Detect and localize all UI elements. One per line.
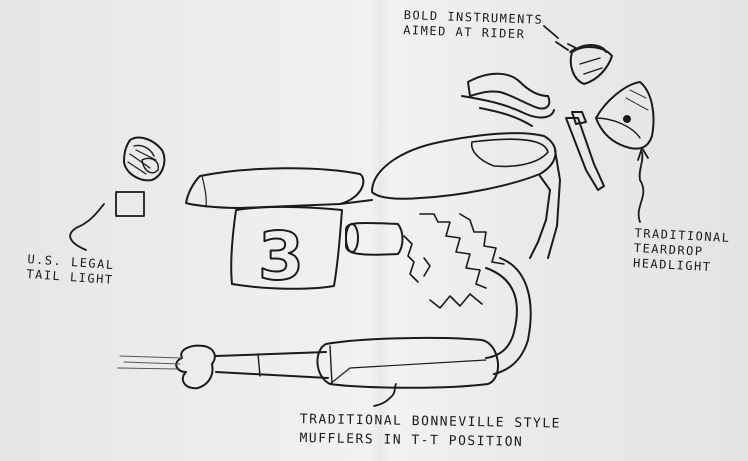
instruments-annotation: BOLD INSTRUMENTS AIMED AT RIDER bbox=[403, 8, 544, 43]
front-fork bbox=[565, 111, 605, 191]
air-filter bbox=[345, 221, 404, 256]
number-plate-digit: 3 bbox=[258, 218, 304, 295]
taillight-annotation: U.S. LEGAL TAIL LIGHT bbox=[26, 252, 115, 288]
tail-light bbox=[115, 136, 166, 217]
handlebars bbox=[461, 72, 555, 127]
headlight-annotation: TRADITIONAL TEARDROP HEADLIGHT bbox=[633, 226, 731, 276]
paper-fold bbox=[372, 0, 390, 461]
callout-arrows bbox=[69, 25, 649, 407]
frame bbox=[339, 149, 561, 259]
number-plate: 3 bbox=[230, 206, 343, 296]
headlight bbox=[595, 81, 655, 150]
mufflers-annotation: TRADITIONAL BONNEVILLE STYLE MUFFLERS IN… bbox=[299, 410, 561, 453]
exhaust-tip bbox=[117, 344, 329, 390]
seat bbox=[185, 167, 365, 209]
instrument-cluster bbox=[569, 44, 613, 85]
fuel-tank bbox=[371, 132, 557, 200]
exhaust-header bbox=[485, 257, 532, 375]
muffler bbox=[316, 336, 500, 389]
engine bbox=[403, 213, 505, 309]
